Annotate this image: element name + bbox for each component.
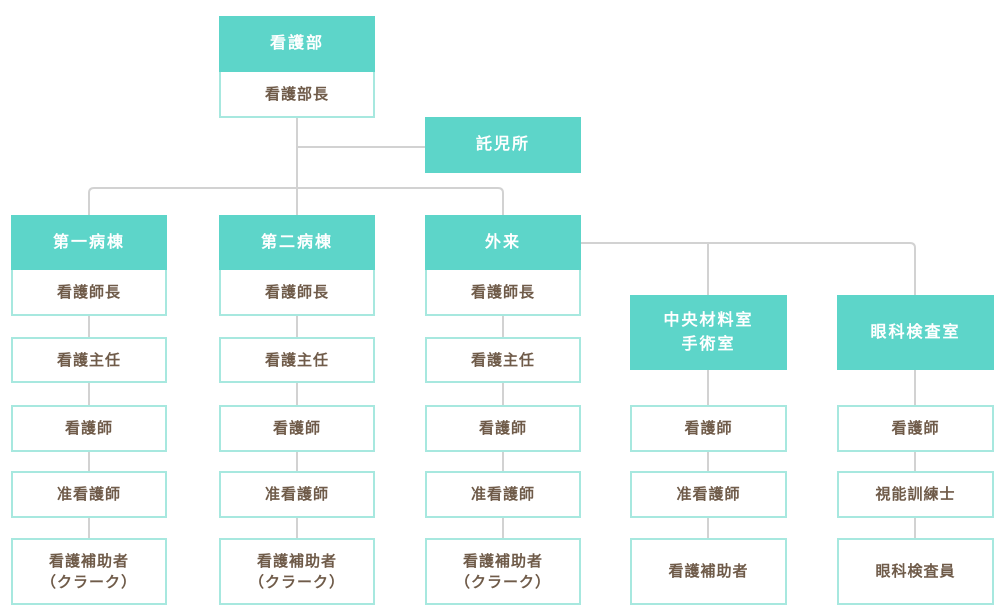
box-ward1-header: 第一病棟 [11,215,167,270]
box-central-supply-nursing-aide: 看護補助者 [630,538,787,605]
box-ward2-nursing-aide: 看護補助者 （クラーク） [219,538,375,605]
box-ward2-head-nurse: 看護師長 [219,270,375,316]
box-orthoptist: 視能訓練士 [837,471,994,518]
box-outpatient-header: 外来 [425,215,581,270]
box-ward1-nurse: 看護師 [11,405,167,452]
box-ward1-head-nurse: 看護師長 [11,270,167,316]
box-nursing-department: 看護部 [219,16,375,72]
box-outpatient-nurse: 看護師 [425,405,581,452]
box-central-supply-nurse: 看護師 [630,405,787,452]
box-outpatient-nursing-aide: 看護補助者 （クラーク） [425,538,581,605]
box-ophthalmic-nurse: 看護師 [837,405,994,452]
box-central-supply-assistant-nurse: 准看護師 [630,471,787,518]
box-ward2-nurse: 看護師 [219,405,375,452]
box-ward1-nursing-aide: 看護補助者 （クラーク） [11,538,167,605]
box-outpatient-assistant-nurse: 准看護師 [425,471,581,518]
box-ophthalmic-examiner: 眼科検査員 [837,538,994,605]
box-ward2-header: 第二病棟 [219,215,375,270]
box-ophthalmic-exam-room-header: 眼科検査室 [837,295,994,370]
box-ward1-chief-nurse: 看護主任 [11,337,167,383]
box-ward2-chief-nurse: 看護主任 [219,337,375,383]
box-central-supply-operating-room-header: 中央材料室 手術室 [630,295,787,370]
box-ward2-assistant-nurse: 准看護師 [219,471,375,518]
box-outpatient-chief-nurse: 看護主任 [425,337,581,383]
box-daycare: 託児所 [425,117,581,173]
box-ward1-assistant-nurse: 准看護師 [11,471,167,518]
box-nursing-director: 看護部長 [219,72,375,118]
box-outpatient-head-nurse: 看護師長 [425,270,581,316]
